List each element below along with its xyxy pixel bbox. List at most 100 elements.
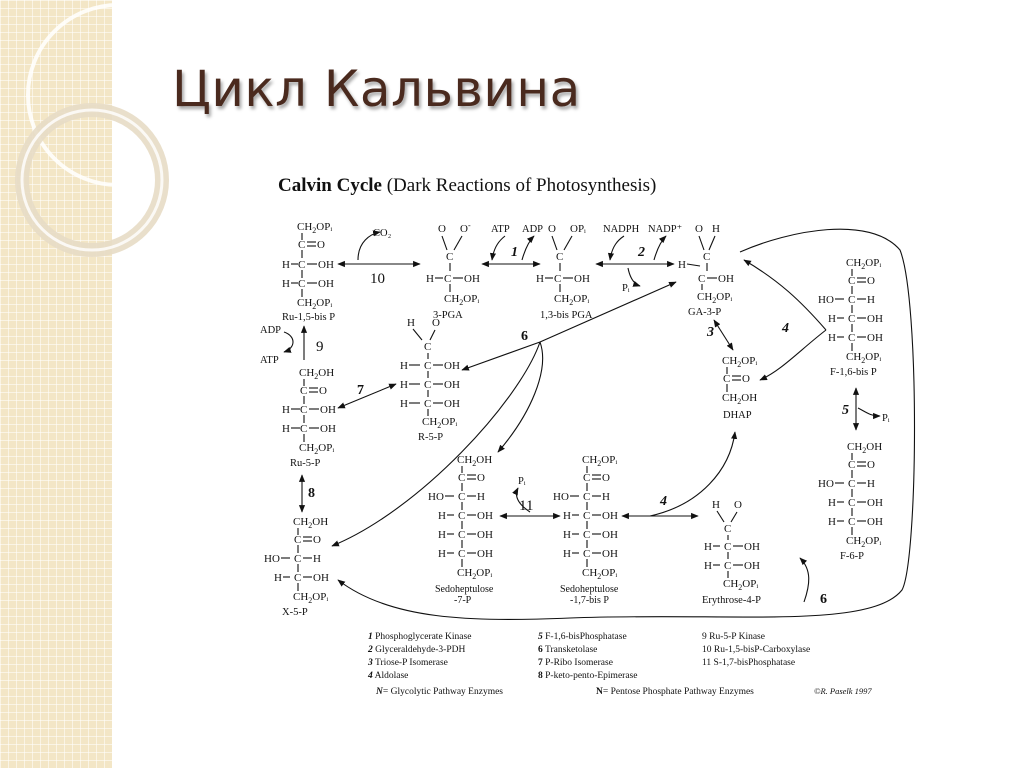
svg-text:O: O: [867, 275, 875, 287]
svg-text:CH2OPᵢ: CH2OPᵢ: [422, 416, 457, 430]
cofactor-nadph: NADPH: [603, 224, 640, 235]
svg-text:C: C: [723, 373, 730, 385]
svg-text:CH2OH: CH2OH: [299, 367, 334, 381]
svg-text:OH: OH: [477, 529, 493, 541]
cofactor-nadp: NADP⁺: [648, 224, 683, 235]
svg-text:C: C: [698, 273, 705, 285]
step-7: 7: [357, 383, 364, 398]
label-s17bp-a: Sedoheptulose: [560, 584, 619, 595]
label-f16bp: F-1,6-bis P: [830, 367, 877, 378]
svg-text:OH: OH: [867, 516, 883, 528]
svg-text:O: O: [319, 385, 327, 397]
cofactor-adp: ADP: [522, 224, 543, 235]
svg-text:CH2OH: CH2OH: [847, 441, 882, 455]
svg-text:OH: OH: [320, 423, 336, 435]
cofactor-pi-11: Pᵢ: [518, 476, 526, 487]
svg-text:OH: OH: [867, 313, 883, 325]
label-s7p-a: Sedoheptulose: [435, 584, 494, 595]
cofactor-adp-9: ADP: [260, 325, 281, 336]
label-ga3p: GA-3-P: [688, 307, 721, 318]
svg-text:C: C: [458, 472, 465, 484]
svg-text:C: C: [458, 510, 465, 522]
svg-text:C: C: [424, 379, 431, 391]
svg-text:7 P-Ribo Isomerase: 7 P-Ribo Isomerase: [538, 658, 613, 668]
label-ru15bp: Ru-1,5-bis P: [282, 312, 335, 323]
svg-text:H: H: [274, 572, 282, 584]
svg-text:O: O: [432, 317, 440, 329]
svg-text:3 Triose-P Isomerase: 3 Triose-P Isomerase: [367, 658, 448, 668]
calvin-cycle-diagram: Calvin Cycle (Dark Reactions of Photosyn…: [260, 175, 916, 697]
svg-text:H: H: [407, 317, 415, 329]
svg-text:H: H: [400, 379, 408, 391]
svg-text:C: C: [583, 491, 590, 503]
step-11: 11: [519, 498, 533, 514]
svg-text:C: C: [554, 273, 561, 285]
svg-text:H: H: [867, 478, 875, 490]
svg-text:C: C: [300, 423, 307, 435]
svg-text:CH2OPᵢ: CH2OPᵢ: [723, 578, 758, 592]
label-3pga: 3-PGA: [433, 310, 463, 321]
enzyme-legend: 1 Phosphoglycerate Kinase 2 Glyceraldehy…: [367, 632, 872, 697]
svg-text:CH2OPᵢ: CH2OPᵢ: [846, 535, 881, 549]
svg-text:C: C: [424, 341, 431, 353]
svg-text:O: O: [695, 223, 703, 235]
svg-text:CH2OPᵢ: CH2OPᵢ: [554, 293, 589, 307]
svg-text:H: H: [282, 278, 290, 290]
step-9: 9: [316, 339, 324, 355]
svg-text:HO: HO: [818, 478, 834, 490]
label-f6p: F-6-P: [840, 551, 864, 562]
legend-col-2: 5 F-1,6-bisPhosphatase 6 Transketolase 7…: [538, 632, 637, 681]
svg-text:H: H: [712, 499, 720, 511]
svg-text:H: H: [563, 510, 571, 522]
svg-text:CH2OPᵢ: CH2OPᵢ: [297, 221, 332, 235]
svg-text:OH: OH: [464, 273, 480, 285]
svg-text:OH: OH: [477, 510, 493, 522]
legend-key-glycolytic: N= Glycolytic Pathway Enzymes: [375, 687, 503, 697]
svg-text:O: O: [867, 459, 875, 471]
label-e4p: Erythrose-4-P: [702, 595, 761, 606]
svg-text:H: H: [536, 273, 544, 285]
svg-text:O: O: [734, 499, 742, 511]
step-6-bottom: 6: [820, 592, 827, 607]
label-r5p: R-5-P: [418, 432, 443, 443]
svg-text:CH2OPᵢ: CH2OPᵢ: [846, 257, 881, 271]
svg-text:H: H: [602, 491, 610, 503]
step-3: 3: [706, 325, 714, 340]
svg-text:H: H: [867, 294, 875, 306]
label-dhap: DHAP: [723, 410, 752, 421]
step-10: 10: [370, 271, 385, 287]
svg-text:O: O: [317, 239, 325, 251]
svg-text:C: C: [298, 278, 305, 290]
legend-key-pentose: N= Pentose Phosphate Pathway Enzymes: [596, 687, 754, 697]
svg-text:H: H: [313, 553, 321, 565]
svg-text:11 S-1,7-bisPhosphatase: 11 S-1,7-bisPhosphatase: [702, 658, 795, 668]
svg-text:H: H: [678, 259, 686, 271]
svg-text:CH2OPᵢ: CH2OPᵢ: [846, 351, 881, 365]
svg-text:CH2OPᵢ: CH2OPᵢ: [582, 454, 617, 468]
svg-text:OH: OH: [602, 548, 618, 560]
svg-text:HO: HO: [264, 553, 280, 565]
svg-text:H: H: [282, 404, 290, 416]
svg-text:H: H: [426, 273, 434, 285]
svg-text:H: H: [400, 360, 408, 372]
svg-text:C: C: [724, 541, 731, 553]
reaction-arrows: [283, 228, 916, 620]
svg-text:OH: OH: [444, 398, 460, 410]
cofactor-atp-9: ATP: [260, 355, 279, 366]
svg-text:5 F-1,6-bisPhosphatase: 5 F-1,6-bisPhosphatase: [538, 632, 627, 642]
svg-text:O: O: [742, 373, 750, 385]
step-6-top: 6: [521, 329, 528, 344]
svg-text:H: H: [477, 491, 485, 503]
svg-text:OH: OH: [574, 273, 590, 285]
svg-text:O: O: [313, 534, 321, 546]
svg-text:6 Transketolase: 6 Transketolase: [538, 645, 597, 655]
svg-text:HO: HO: [428, 491, 444, 503]
svg-text:OH: OH: [444, 360, 460, 372]
svg-text:C: C: [424, 360, 431, 372]
